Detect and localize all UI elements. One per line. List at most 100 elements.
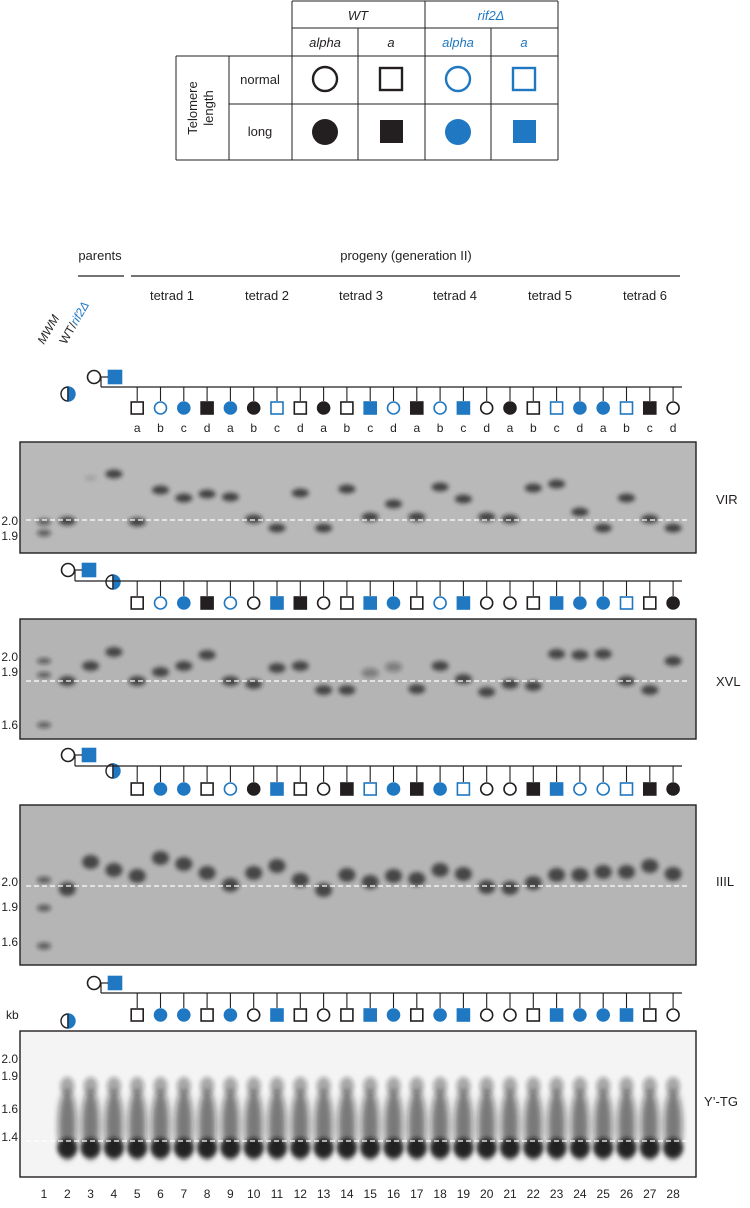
spore-1-icon	[130, 782, 144, 796]
gel-panel-xvl	[19, 618, 697, 740]
band-xvl-16	[385, 662, 402, 672]
spore-letter: a	[507, 421, 514, 435]
band-iiil-16	[385, 869, 402, 883]
spore-23-icon	[642, 401, 657, 415]
band-iiil-17	[408, 872, 426, 886]
spore-4-icon	[200, 401, 214, 415]
band-ytg-7	[173, 1138, 194, 1158]
spore-5-icon	[223, 782, 238, 796]
band-ytg-9	[220, 1138, 241, 1158]
spore-9-icon	[316, 401, 331, 415]
panel-label-vir: VIR	[716, 492, 738, 507]
legend-mut-alpha-normal-icon	[444, 65, 472, 93]
band-xvl-6	[152, 667, 169, 677]
band-iiil-18	[431, 863, 449, 877]
band-ytg-3	[80, 1138, 101, 1158]
band-vir-16	[385, 499, 402, 509]
pedigree-iiil	[60, 747, 682, 796]
band-vir-10	[245, 514, 263, 524]
spore-17-icon	[503, 1008, 517, 1022]
band-iiil-24	[571, 868, 589, 882]
kb-label: kb	[6, 1008, 19, 1022]
spore-15-icon	[456, 596, 471, 610]
band-vir-17	[408, 512, 426, 522]
band-xvl-11	[268, 663, 286, 673]
band-xvl-13	[315, 685, 333, 695]
lane-label-wt-rif2: WT/rif2Δ	[56, 299, 91, 346]
band-vir-7	[175, 493, 193, 503]
spore-6-icon	[246, 782, 261, 796]
marker-xvl-1-9: 1.9	[1, 665, 18, 679]
spore-9-icon	[316, 1008, 331, 1022]
band-iiil-27	[641, 859, 659, 873]
spore-22-icon	[619, 596, 634, 610]
spore-letter: a	[413, 421, 420, 435]
lane-number: 19	[457, 1187, 471, 1201]
spore-3-icon	[177, 401, 191, 415]
spore-1-icon	[130, 401, 144, 415]
spore-8-icon	[293, 401, 308, 415]
spore-13-icon	[409, 782, 424, 796]
tetrad-4-label: tetrad 4	[433, 288, 477, 303]
band-vir-20	[478, 512, 496, 522]
band-xvl-14	[338, 685, 356, 695]
spore-6-icon	[246, 1008, 261, 1022]
figure-header: parents progeny (generation II) tetrad 1…	[34, 248, 680, 347]
spore-14-icon	[433, 1008, 447, 1022]
band-iiil-21	[501, 881, 519, 895]
spore-2-icon	[153, 596, 168, 610]
spore-1-icon	[130, 1008, 144, 1022]
spore-15-icon	[456, 1008, 471, 1022]
spore-letter: c	[647, 421, 653, 435]
spore-24-icon	[666, 401, 680, 415]
band-iiil-3	[82, 855, 100, 869]
spore-24-icon	[666, 1008, 680, 1022]
band-vir-27	[641, 514, 659, 524]
spore-16-icon	[479, 596, 494, 610]
upper-ytg-26	[619, 1077, 634, 1095]
spore-letter: c	[181, 421, 187, 435]
upper-ytg-16	[386, 1077, 401, 1095]
band-vir-8	[198, 489, 216, 499]
spore-letter: a	[134, 421, 141, 435]
spore-17-icon	[503, 782, 517, 796]
band-ytg-13	[313, 1138, 334, 1158]
spore-7-icon	[270, 1008, 284, 1022]
band-iiil-1-1	[37, 904, 51, 912]
band-xvl-24	[571, 650, 589, 660]
band-ytg-5	[127, 1138, 148, 1158]
upper-ytg-23	[549, 1077, 564, 1095]
band-xvl-7	[175, 661, 193, 671]
spore-19-icon	[549, 1008, 564, 1022]
lane-number: 21	[503, 1187, 517, 1201]
band-iiil-2	[58, 882, 76, 896]
lane-number: 7	[180, 1187, 187, 1201]
spore-letter: b	[344, 421, 351, 435]
band-vir-6	[152, 485, 169, 495]
spore-18-icon	[526, 401, 541, 415]
legend-row-normal: normal	[240, 72, 280, 87]
upper-ytg-8	[200, 1077, 215, 1095]
lane-number: 11	[271, 1187, 284, 1201]
band-xvl-1-0	[37, 658, 51, 664]
lane-label-mut: rif2Δ	[67, 299, 91, 327]
spore-letter: d	[204, 421, 211, 435]
upper-ytg-15	[363, 1077, 378, 1095]
spore-6-icon	[246, 401, 261, 415]
band-iiil-23	[548, 868, 566, 882]
upper-ytg-17	[409, 1077, 424, 1095]
spore-12-icon	[386, 782, 401, 796]
band-vir-11	[268, 523, 286, 533]
upper-ytg-3	[83, 1077, 98, 1095]
spore-20-icon	[573, 596, 587, 610]
spore-11-icon	[363, 1008, 378, 1022]
spore-17-icon	[503, 401, 517, 415]
spore-12-icon	[386, 596, 401, 610]
marker-iiil-1-6: 1.6	[1, 935, 18, 949]
upper-ytg-10	[246, 1077, 261, 1095]
tetrad-1-label: tetrad 1	[150, 288, 194, 303]
lane-number: 24	[573, 1187, 587, 1201]
spore-14-icon	[433, 596, 447, 610]
band-iiil-1-0	[37, 876, 51, 884]
legend-mut-alpha-long-icon	[445, 119, 471, 145]
